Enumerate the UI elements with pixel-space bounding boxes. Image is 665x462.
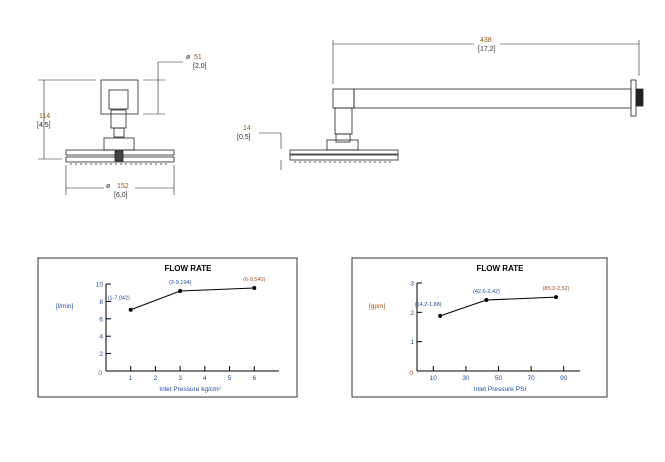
data-point <box>554 295 559 300</box>
data-point <box>178 289 183 294</box>
ball-joint-side <box>326 139 359 151</box>
wall-flange <box>100 79 139 115</box>
arm-size-symbol: ø <box>186 54 191 61</box>
y-tick-label: 4 <box>99 334 103 341</box>
data-point <box>128 307 133 312</box>
data-point <box>484 298 489 303</box>
data-label: (3-9,194) <box>169 280 191 286</box>
y-tick-label: 8 <box>99 299 103 306</box>
shower-arm <box>353 88 632 109</box>
diameter-symbol: ø <box>106 183 111 190</box>
y-axis-label: [gpm] <box>369 303 385 310</box>
y-tick-label: 10 <box>96 282 104 289</box>
chart-frame-metric <box>37 257 298 398</box>
x-tick-label: 90 <box>560 375 568 382</box>
x-tick-label: 70 <box>527 375 535 382</box>
data-point <box>252 286 257 291</box>
y-tick-label: 6 <box>99 316 103 323</box>
y-tick-label: 2 <box>410 310 414 317</box>
head-side-bottom <box>289 154 399 161</box>
data-point <box>438 313 443 318</box>
x-tick-label: 1 <box>129 375 133 382</box>
head-center <box>114 150 124 162</box>
arm-size-value: 51 <box>194 54 202 61</box>
arm-square <box>108 89 129 110</box>
arm-size-inches: [2,0] <box>193 63 207 70</box>
head-side-top <box>289 149 399 155</box>
elbow <box>332 88 355 109</box>
connector <box>110 109 127 129</box>
y-axis-label: [l/min] <box>56 303 74 310</box>
x-axis-label: Inlet Pressure PSI <box>474 386 527 393</box>
data-label: (6-9,540) <box>243 277 265 283</box>
ball-joint <box>103 137 135 151</box>
height-value: 114 <box>39 113 50 120</box>
origin-label: 0 <box>98 370 102 377</box>
data-label: (42,6-2,42) <box>473 289 500 295</box>
y-tick-label: 3 <box>410 281 414 288</box>
x-tick-label: 30 <box>462 375 470 382</box>
diameter-inches: [6,0] <box>114 192 128 199</box>
thickness-inches: [0,5] <box>237 134 251 141</box>
x-tick-label: 50 <box>495 375 503 382</box>
x-tick-label: 6 <box>252 375 256 382</box>
y-tick-label: 1 <box>410 339 414 346</box>
side-view <box>259 40 644 170</box>
x-tick-label: 5 <box>228 375 232 382</box>
y-tick-label: 2 <box>99 351 103 358</box>
origin-label: 0 <box>409 370 413 377</box>
data-label: (85,3-2,52) <box>543 286 570 292</box>
wall-flange-side <box>630 79 637 117</box>
chart-title: FLOW RATE <box>165 264 213 273</box>
series-line <box>439 296 557 317</box>
x-tick-label: 10 <box>430 375 438 382</box>
wall-connector <box>635 88 644 107</box>
series-line <box>130 287 255 311</box>
data-label: (14,2-1,88) <box>415 302 442 308</box>
x-tick-label: 3 <box>178 375 182 382</box>
diameter-value: 152 <box>117 183 129 190</box>
connector-side <box>334 107 353 135</box>
x-tick-label: 4 <box>203 375 207 382</box>
nut-side <box>335 133 351 143</box>
height-inches: [4,5] <box>37 122 51 129</box>
thickness-value: 14 <box>243 125 251 132</box>
x-tick-label: 2 <box>154 375 158 382</box>
nut <box>113 127 125 138</box>
length-value: 438 <box>480 37 492 44</box>
chart-frame-imperial <box>351 257 608 398</box>
x-axis-label: Inlet Pressure kg/cm² <box>159 386 221 393</box>
front-view <box>38 61 183 195</box>
chart-title: FLOW RATE <box>477 264 525 273</box>
length-inches: [17,2] <box>478 46 496 53</box>
data-label: (1-7,042) <box>108 296 130 302</box>
